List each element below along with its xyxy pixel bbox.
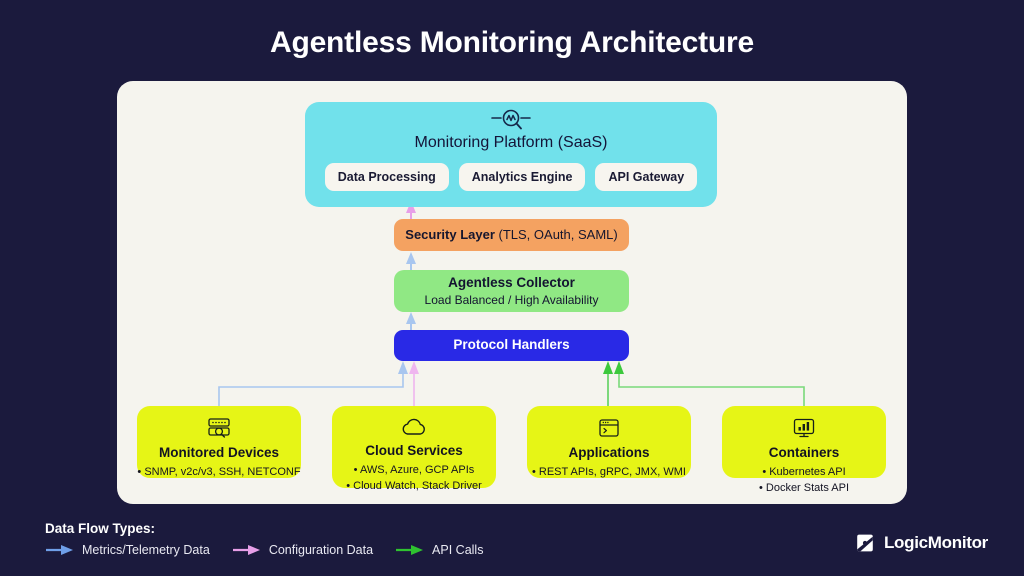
source-card-containers[interactable]: Containers • Kubernetes API • Docker Sta… [722,406,886,494]
chip-analytics-engine[interactable]: Analytics Engine [458,163,586,191]
legend: Data Flow Types: Metrics/Telemetry Data … [45,521,483,557]
arrow-right-icon [46,545,73,555]
protocol-handlers-node[interactable]: Protocol Handlers [394,330,629,361]
cloud-icon [400,417,428,437]
server-rack-search-icon [207,417,231,439]
chip-api-gateway[interactable]: API Gateway [595,163,698,191]
security-layer-title: Security Layer (TLS, OAuth, SAML) [405,227,617,243]
collector-subtitle: Load Balanced / High Availability [424,292,599,307]
source-card-cloud-services[interactable]: Cloud Services • AWS, Azure, GCP APIs • … [332,406,496,492]
source-title: Monitored Devices [158,445,280,460]
source-bullets: • SNMP, v2c/v3, SSH, NETCONF [137,465,300,481]
legend-item-configuration: Configuration Data [232,543,373,557]
security-title-main: Security Layer [405,226,495,242]
source-bullets: • AWS, Azure, GCP APIs • Cloud Watch, St… [346,463,481,495]
source-bullet: • Cloud Watch, Stack Driver [346,479,482,492]
legend-label: Configuration Data [268,543,374,557]
source-title: Cloud Services [365,443,463,458]
arrow-right-icon [396,545,424,555]
agentless-collector-node[interactable]: Agentless Collector Load Balanced / High… [394,270,629,312]
source-card-applications[interactable]: Applications • REST APIs, gRPC, JMX, WMI [527,406,691,478]
legend-item-metrics: Metrics/Telemetry Data [45,543,210,557]
arrow-right-icon [232,545,260,555]
protocol-handlers-title: Protocol Handlers [453,337,570,353]
platform-chip-row: Data Processing Analytics Engine API Gat… [324,163,698,191]
magnifier-pulse-icon [491,108,531,132]
monitoring-platform-node[interactable]: Monitoring Platform (SaaS) Data Processi… [305,102,717,207]
source-bullets: • Kubernetes API • Docker Stats API [759,465,849,497]
diagram-canvas: Monitoring Platform (SaaS) Data Processi… [117,81,907,504]
source-card-monitored-devices[interactable]: Monitored Devices • SNMP, v2c/v3, SSH, N… [137,406,301,478]
source-title: Applications [568,445,650,460]
platform-title-main: Monitoring Platform [414,134,554,151]
legend-label: API Calls [432,543,484,557]
logicmonitor-logo-icon [857,534,873,552]
collector-title: Agentless Collector [448,275,575,291]
platform-title-suffix: (SaaS) [557,134,608,151]
monitor-barchart-icon [792,417,816,439]
legend-item-api-calls: API Calls [395,543,483,557]
legend-label: Metrics/Telemetry Data [82,543,210,557]
legend-items: Metrics/Telemetry Data Configuration Dat… [45,543,483,557]
security-layer-node[interactable]: Security Layer (TLS, OAuth, SAML) [394,219,629,251]
source-bullet: • REST APIs, gRPC, JMX, WMI [531,465,686,478]
chip-data-processing[interactable]: Data Processing [324,163,449,191]
legend-title: Data Flow Types: [45,521,156,536]
source-bullet: • SNMP, v2c/v3, SSH, NETCONF [137,465,301,478]
app-window-code-icon [598,417,620,439]
security-title-suffix: (TLS, OAuth, SAML) [498,226,618,242]
source-bullet: • AWS, Azure, GCP APIs [353,463,475,476]
platform-title: Monitoring Platform (SaaS) [415,134,608,152]
source-bullets: • REST APIs, gRPC, JMX, WMI [532,465,686,481]
page-title: Agentless Monitoring Architecture [269,26,754,59]
brand: LogicMonitor [854,532,988,554]
source-bullet: • Docker Stats API [758,481,850,494]
source-title: Containers [768,445,840,460]
source-bullet: • Kubernetes API [762,465,846,478]
brand-name: LogicMonitor [883,533,988,552]
